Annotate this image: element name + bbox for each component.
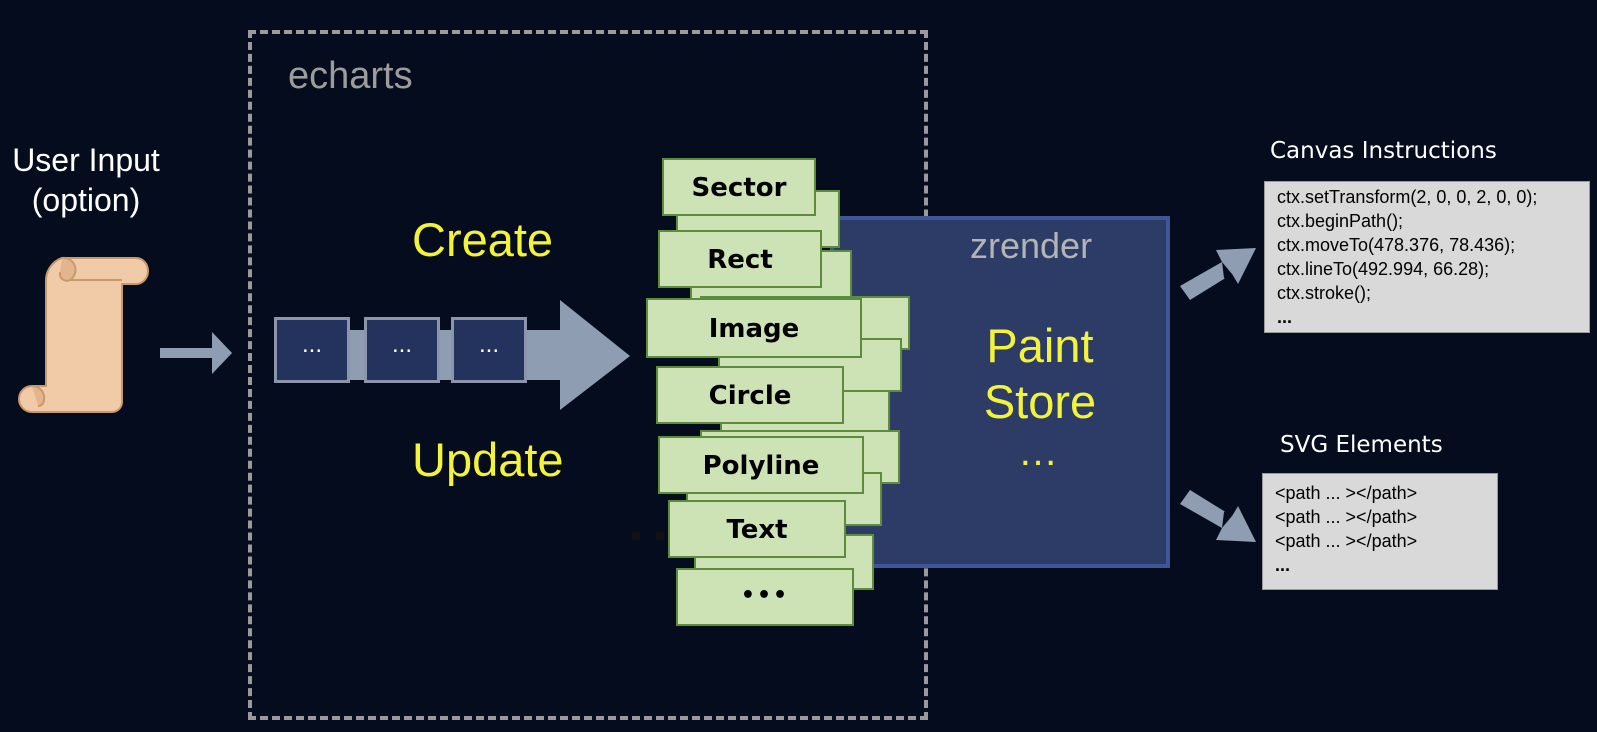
element-polyline: Polyline [658, 436, 864, 494]
arrow-up-right-icon [1180, 248, 1256, 300]
paint-text: Paint [986, 319, 1094, 372]
code-line: ctx.stroke(); [1277, 283, 1372, 303]
element-circle: Circle [656, 366, 844, 424]
svg-line-more: ... [1275, 555, 1291, 575]
stray-dot [632, 532, 640, 540]
create-label: Create [412, 213, 554, 266]
echarts-label: echarts [288, 55, 413, 97]
canvas-instructions-title: Canvas Instructions [1270, 138, 1497, 164]
code-line: ctx.beginPath(); [1277, 211, 1404, 231]
scroll-icon [18, 256, 149, 413]
code-line-more: ... [1277, 307, 1293, 327]
element-text: Text [668, 500, 846, 558]
element-more: ••• [676, 568, 854, 626]
stray-dot [656, 532, 664, 540]
arrow-down-right-icon [1180, 490, 1256, 542]
zrender-more: … [1018, 430, 1062, 474]
zrender-paint-store: Paint Store [960, 318, 1120, 430]
user-input-line1: User Input [12, 142, 160, 178]
pipeline-node: ... [274, 317, 350, 383]
svg-elements-box: <path ... ></path> <path ... ></path> <p… [1262, 473, 1498, 590]
code-line: ctx.lineTo(492.994, 66.28); [1277, 259, 1490, 279]
arrow-right-icon [160, 332, 232, 374]
svg-elements-title: SVG Elements [1280, 432, 1443, 458]
element-sector: Sector [662, 158, 816, 216]
update-label: Update [412, 433, 564, 486]
svg-line: <path ... ></path> [1275, 531, 1418, 551]
element-rect: Rect [658, 230, 822, 288]
pipeline-node: ... [364, 317, 440, 383]
zrender-label: zrender [970, 225, 1093, 266]
user-input-label: User Input (option) [0, 140, 172, 220]
pipeline-node: ... [451, 317, 527, 383]
element-image: Image [646, 298, 862, 358]
svg-line: <path ... ></path> [1275, 483, 1418, 503]
code-line: ctx.moveTo(478.376, 78.436); [1277, 235, 1516, 255]
svg-line: <path ... ></path> [1275, 507, 1418, 527]
canvas-instructions-box: ctx.setTransform(2, 0, 0, 2, 0, 0); ctx.… [1264, 181, 1590, 333]
user-input-line2: (option) [31, 182, 141, 218]
store-text: Store [983, 375, 1097, 428]
code-line: ctx.setTransform(2, 0, 0, 2, 0, 0); [1277, 187, 1538, 207]
